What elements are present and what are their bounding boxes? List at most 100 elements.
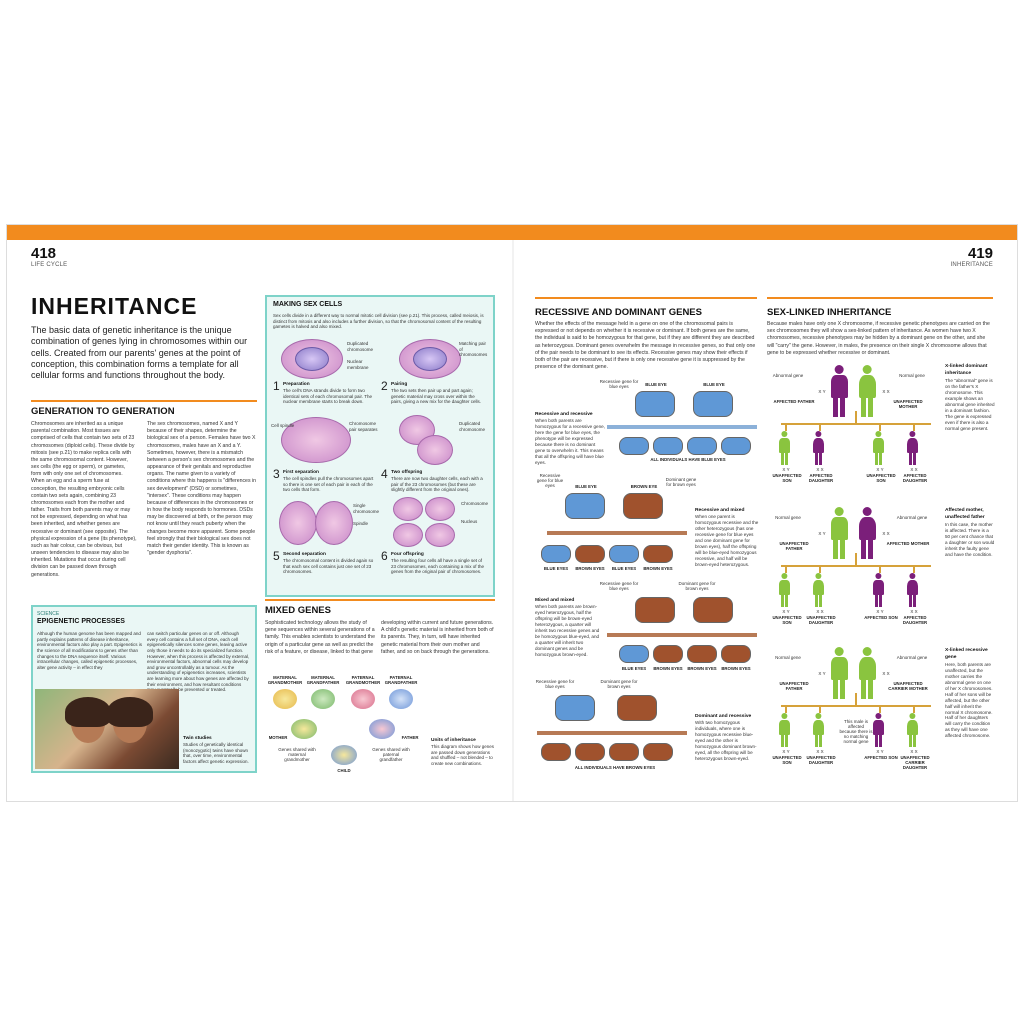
sl-row3-note: This male is affected because there is n…	[839, 719, 873, 744]
child-label: CHILD	[337, 768, 351, 773]
sl-row1-kid3-label: UNAFFECTED SON	[866, 473, 896, 483]
parent-blue-2	[693, 391, 733, 417]
paternal-grandfather-label: PATERNAL GRANDFATHER	[384, 675, 418, 685]
sl-row3-kid3-drop	[879, 705, 881, 713]
sl-row1-mother-label: UNAFFECTED MOTHER	[893, 399, 923, 409]
sl-row3-kid3-chrom: X Y	[876, 749, 884, 754]
child-1-1	[619, 437, 649, 455]
sl-row2-father-label: UNAFFECTED FATHER	[779, 541, 809, 551]
sl-row3-kid1-body	[779, 719, 790, 735]
sl-row3-gene-right: Abnormal gene	[896, 655, 928, 660]
units-title: Units of inheritance	[431, 738, 476, 743]
pedigree-1-line	[607, 425, 757, 429]
epigenetic-box: SCIENCE EPIGENETIC PROCESSES Although th…	[31, 605, 257, 773]
sl-row3-kid2-drop	[819, 705, 821, 713]
sl-row2-mother-label: AFFECTED MOTHER	[886, 541, 930, 546]
sl-row2-kid1-body	[779, 579, 790, 595]
step-1-number: 1	[273, 379, 280, 393]
child-2-3	[609, 545, 639, 563]
side-3-title: X-linked recessive gene	[945, 648, 988, 661]
sl-row1-kid1-label: UNAFFECTED SON	[772, 473, 802, 483]
sl-row1-kid4-label: AFFECTED DAUGHTER	[902, 473, 928, 483]
parent-brown-1	[623, 493, 663, 519]
sl-row3-gene-left: Normal gene	[775, 655, 801, 660]
pedigree-2-line	[547, 531, 687, 535]
sl-row3-kid3-head	[875, 713, 882, 719]
sl-row3-kid4-leg-right	[912, 734, 917, 747]
sl-row1-kid2-body	[813, 437, 824, 453]
mother-cell	[291, 719, 317, 739]
all-blue-label: ALL INDIVIDUALS HAVE BLUE EYES	[650, 457, 726, 462]
parent-brown-4	[617, 695, 657, 721]
pedigree-4-line	[537, 731, 687, 735]
paternal-grandmother-label: PATERNAL GRANDMOTHER	[345, 675, 381, 685]
note-3-title: Mixed and mixed	[535, 598, 575, 603]
units-text: This diagram shows how genes are passed …	[431, 743, 495, 766]
section-rule	[31, 400, 257, 402]
right-page-section: INHERITANCE	[950, 262, 993, 268]
note-paternal: Genes shared with paternal grandfather	[372, 747, 410, 762]
sl-row2-kid2-drop	[819, 565, 821, 573]
sl-row2-kid2-head	[815, 573, 822, 579]
child-3-3	[687, 645, 717, 663]
epigenetic-col2: can switch particular genes on or off. A…	[147, 631, 250, 693]
sl-row1-kid1-body	[779, 437, 790, 453]
sl-row1-kid3-head	[875, 431, 882, 437]
book-spread: 418 LIFE CYCLE INHERITANCE The basic dat…	[6, 224, 1018, 802]
sl-row3-kid1-head	[781, 713, 788, 719]
sl-row3-kid3-label: AFFECTED SON	[864, 755, 898, 760]
twin-text: Studies of genetically identical (monozy…	[183, 741, 249, 764]
sl-row2-kid4-head	[909, 573, 916, 579]
science-label: SCIENCE	[37, 611, 60, 617]
sl-row1-gene-right: Normal gene	[899, 373, 925, 378]
sl-row3-kid1-leg-left	[780, 734, 784, 747]
sl-row3-kid2-chrom: X X	[816, 749, 824, 754]
step-5-number: 5	[273, 549, 280, 563]
note-2-text: When one parent is homozygous recessive …	[695, 514, 759, 568]
dom-gene-label-2: Dominant gene for brown eyes	[678, 581, 716, 591]
mother-label: MOTHER	[268, 735, 288, 740]
sl-row2-kid4-drop	[913, 565, 915, 573]
note-1-title: Recessive and recessive	[535, 412, 593, 417]
sl-row3-kid3-body	[873, 719, 884, 735]
child-2-4-label: BROWN EYES	[643, 566, 673, 571]
sl-row3-kid2-label: UNAFFECTED DAUGHTER	[806, 755, 836, 765]
blue-eye-label-2: BLUE EYE	[703, 382, 725, 387]
sl-row1-mother-leg-left	[861, 397, 867, 417]
sl-row3-father-leg-left	[833, 679, 839, 699]
step-3-text: The cell spindles pull the chromosomes a…	[283, 475, 374, 493]
sl-row1-father-head	[834, 365, 844, 375]
sl-row3-mother-label: UNAFFECTED CARRIER MOTHER	[888, 681, 928, 691]
sl-row2-kid4-leg-right	[912, 594, 917, 607]
father-label: FATHER	[401, 735, 419, 740]
sl-row1-xy: X Y	[818, 389, 826, 394]
sl-row1-father-leg-right	[840, 397, 846, 417]
sl-row1-vline	[855, 411, 857, 423]
child-4-3	[609, 743, 639, 761]
sl-row2-father-leg-right	[840, 539, 846, 559]
sl-row2-kid1-leg-right	[784, 594, 789, 607]
sl-row3-kid4-drop	[913, 705, 915, 713]
cell-diagram-6b	[425, 497, 455, 521]
label-duplicated-chromosome-2: Duplicated chromosome	[459, 421, 486, 432]
recessive-heading: RECESSIVE AND DOMINANT GENES	[535, 307, 702, 318]
child-2-1-label: BLUE EYES	[543, 566, 569, 571]
sl-row3-xx: X X	[882, 671, 890, 676]
gp-cell-4	[389, 689, 413, 709]
brown-eye-label-1: BROWN EYE	[630, 484, 658, 489]
sl-row1-father-leg-left	[833, 397, 839, 417]
sl-row3-kid2-body	[813, 719, 824, 735]
sl-row3-kid4-leg-left	[908, 734, 912, 747]
sl-row2-mother-body	[859, 516, 876, 541]
child-3-4	[721, 645, 751, 663]
